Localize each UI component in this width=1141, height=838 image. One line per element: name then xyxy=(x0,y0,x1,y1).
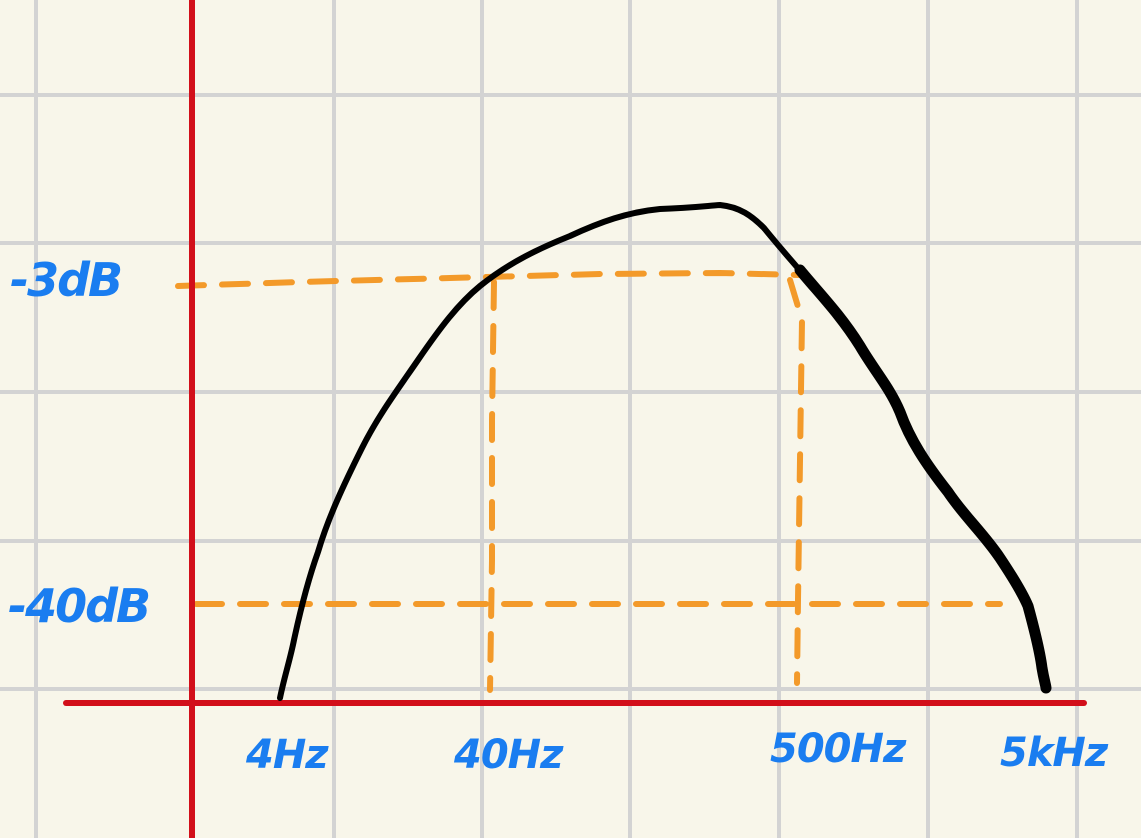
axes xyxy=(63,0,1087,838)
response-curve-right-thick xyxy=(794,264,1052,694)
guide-40hz xyxy=(487,279,497,693)
label-minus-40db: -40dB xyxy=(8,579,149,633)
guide-minus-3db xyxy=(175,269,803,289)
label-4hz: 4Hz xyxy=(245,732,329,778)
response-curve xyxy=(277,202,1049,701)
guide-lines xyxy=(175,269,1003,693)
guide-500hz xyxy=(787,277,806,686)
label-5khz: 5kHz xyxy=(1000,730,1109,776)
label-500hz: 500Hz xyxy=(770,726,907,772)
label-40hz: 40Hz xyxy=(453,732,564,778)
label-minus-3db: -3dB xyxy=(10,253,121,307)
